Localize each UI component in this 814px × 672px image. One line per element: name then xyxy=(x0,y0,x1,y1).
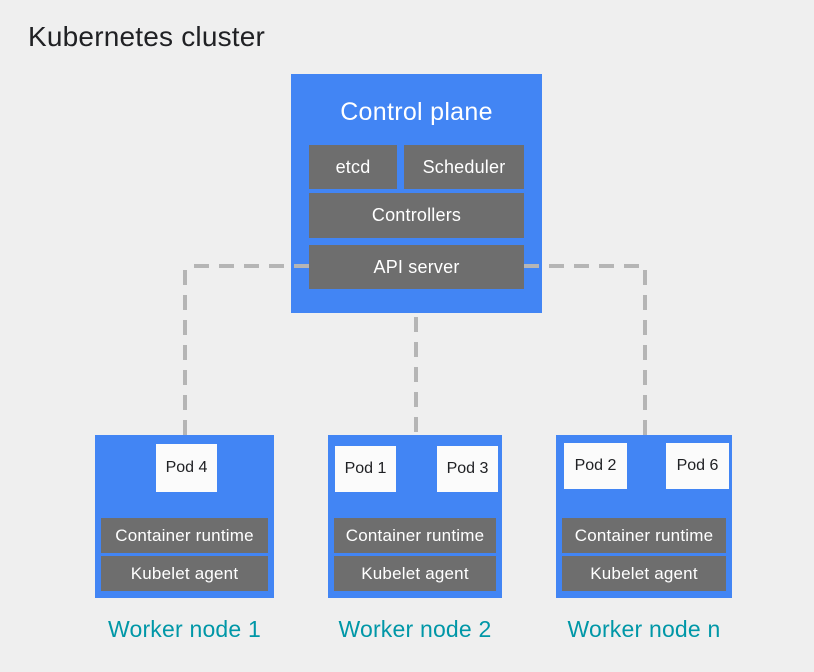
worker-node-1-box: Pod 4 Container runtime Kubelet agent xyxy=(95,435,274,598)
control-plane-box: Control plane etcd Scheduler Controllers… xyxy=(291,74,542,313)
api-server-box: API server xyxy=(309,245,524,289)
control-plane-title: Control plane xyxy=(340,98,493,126)
container-runtime-box: Container runtime xyxy=(334,518,496,553)
kubelet-agent-box: Kubelet agent xyxy=(334,556,496,591)
container-runtime-box: Container runtime xyxy=(562,518,726,553)
pod-box: Pod 1 xyxy=(335,446,396,492)
worker-node-n-box: Pod 2 Pod 6 Container runtime Kubelet ag… xyxy=(556,435,732,598)
worker-node-n-label: Worker node n xyxy=(567,616,721,642)
pod-box: Pod 6 xyxy=(666,443,729,489)
container-runtime-box: Container runtime xyxy=(101,518,268,553)
worker-node-2-label: Worker node 2 xyxy=(338,616,492,642)
etcd-box: etcd xyxy=(309,145,397,189)
worker-node-1-label: Worker node 1 xyxy=(107,616,262,642)
kubelet-agent-box: Kubelet agent xyxy=(562,556,726,591)
kubelet-agent-box: Kubelet agent xyxy=(101,556,268,591)
controllers-box: Controllers xyxy=(309,193,524,238)
diagram-title: Kubernetes cluster xyxy=(28,21,266,52)
scheduler-box: Scheduler xyxy=(404,145,524,189)
pod-box: Pod 2 xyxy=(564,443,627,489)
pod-box: Pod 4 xyxy=(156,444,217,492)
worker-node-2-box: Pod 1 Pod 3 Container runtime Kubelet ag… xyxy=(328,435,502,598)
pod-box: Pod 3 xyxy=(437,446,498,492)
